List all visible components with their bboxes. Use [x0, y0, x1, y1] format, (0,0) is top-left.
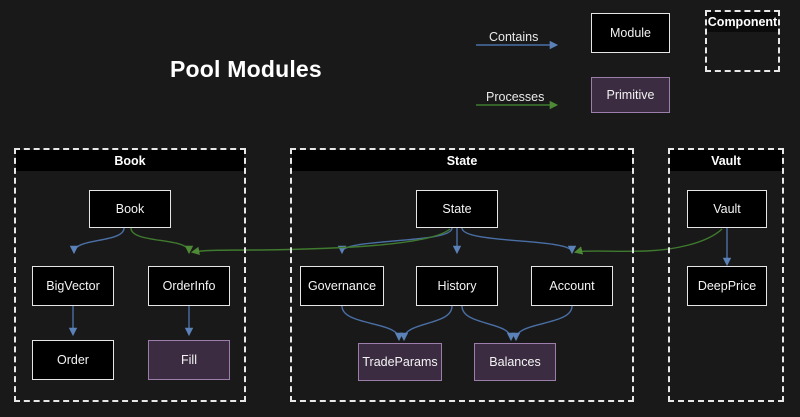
- node-state[interactable]: State: [416, 190, 498, 228]
- group-book-header: Book: [16, 150, 244, 171]
- node-account[interactable]: Account: [531, 266, 613, 306]
- node-governance[interactable]: Governance: [300, 266, 384, 306]
- node-vault[interactable]: Vault: [687, 190, 767, 228]
- node-tradeparams[interactable]: TradeParams: [358, 343, 442, 381]
- node-bigvector[interactable]: BigVector: [32, 266, 114, 306]
- page-title: Pool Modules: [170, 56, 322, 83]
- node-orderinfo[interactable]: OrderInfo: [148, 266, 230, 306]
- node-balances[interactable]: Balances: [474, 343, 556, 381]
- legend-module-box: Module: [591, 13, 670, 53]
- node-history[interactable]: History: [416, 266, 498, 306]
- legend-processes-arrow: [476, 100, 566, 110]
- legend-contains-arrow: [476, 40, 566, 50]
- node-book[interactable]: Book: [89, 190, 171, 228]
- group-state-header: State: [292, 150, 632, 171]
- legend-component-label: Component: [707, 12, 778, 32]
- legend-primitive-box: Primitive: [591, 77, 670, 113]
- node-fill[interactable]: Fill: [148, 340, 230, 380]
- group-vault-header: Vault: [670, 150, 782, 171]
- node-order[interactable]: Order: [32, 340, 114, 380]
- node-deepprice[interactable]: DeepPrice: [687, 266, 767, 306]
